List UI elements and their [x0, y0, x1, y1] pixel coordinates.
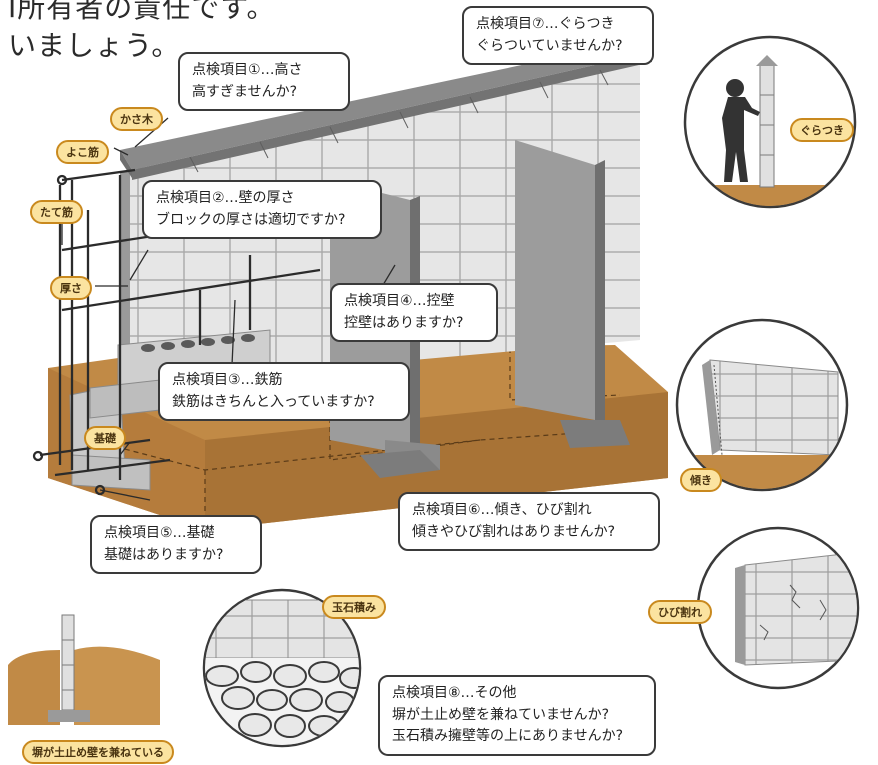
- callout-other: 点検項目⑧…その他 塀が土止め壁を兼ねていませんか? 玉石積み擁壁等の上にありま…: [378, 675, 656, 757]
- callout-wobble-title: 点検項目⑦…ぐらつき: [476, 16, 615, 32]
- label-atsusa: 厚さ: [50, 276, 92, 300]
- label-guratsuki: ぐらつき: [790, 118, 854, 142]
- callout-height: 点検項目①…高さ 高すぎませんか?: [178, 52, 350, 112]
- callout-buttress-title: 点検項目④…控壁: [344, 293, 455, 309]
- label-yokokin: よこ筋: [56, 140, 109, 164]
- callout-thickness: 点検項目②…壁の厚さ ブロックの厚さは適切ですか?: [142, 180, 382, 240]
- callout-other-question-2: 玉石積み擁壁等の上にありませんか?: [392, 728, 624, 745]
- callout-foundation: 点検項目⑤…基礎 基礎はありますか?: [90, 515, 262, 575]
- callout-foundation-title: 点検項目⑤…基礎: [104, 525, 215, 541]
- callout-height-question: 高すぎませんか?: [192, 83, 298, 100]
- label-hibiware: ひび割れ: [648, 600, 712, 624]
- label-tatekin: たて筋: [30, 200, 83, 224]
- header-line-2: いましょう。: [8, 29, 181, 62]
- callout-height-title: 点検項目①…高さ: [192, 62, 303, 78]
- callout-thickness-title: 点検項目②…壁の厚さ: [156, 190, 295, 206]
- label-tamaishi: 玉石積み: [322, 595, 386, 619]
- callout-thickness-question: ブロックの厚さは適切ですか?: [156, 211, 346, 228]
- label-dodome: 塀が土止め壁を兼ねている: [22, 740, 174, 764]
- header-line-1: I所有者の責任です。: [8, 0, 276, 24]
- callout-buttress: 点検項目④…控壁 控壁はありますか?: [330, 283, 498, 343]
- callout-buttress-question: 控壁はありますか?: [344, 314, 464, 331]
- callout-rebar-question: 鉄筋はきちんと入っていますか?: [172, 393, 375, 410]
- callout-tilt-crack: 点検項目⑥…傾き、ひび割れ 傾きやひび割れはありませんか?: [398, 492, 660, 552]
- inset-dodome: [8, 614, 160, 725]
- label-katamuki: 傾き: [680, 468, 722, 492]
- callout-wobble: 点検項目⑦…ぐらつき ぐらついていませんか?: [462, 6, 654, 66]
- callout-other-title: 点検項目⑧…その他: [392, 685, 517, 701]
- label-kiso: 基礎: [84, 426, 126, 450]
- callout-rebar: 点検項目③…鉄筋 鉄筋はきちんと入っていますか?: [158, 362, 410, 422]
- callout-other-question-1: 塀が土止め壁を兼ねていませんか?: [392, 706, 610, 723]
- callout-foundation-question: 基礎はありますか?: [104, 546, 224, 563]
- callout-tilt-crack-question: 傾きやひび割れはありませんか?: [412, 523, 616, 540]
- callout-wobble-question: ぐらついていませんか?: [476, 37, 623, 54]
- foundation: [69, 379, 161, 491]
- inset-hibiware: [696, 526, 860, 690]
- buttress-rear: [515, 140, 630, 448]
- inset-guratsuki: [683, 35, 857, 209]
- callout-rebar-title: 点検項目③…鉄筋: [172, 372, 283, 388]
- label-kasagi: かさ木: [110, 107, 163, 131]
- leader-lines: [61, 117, 396, 501]
- callout-tilt-crack-title: 点検項目⑥…傾き、ひび割れ: [412, 502, 592, 518]
